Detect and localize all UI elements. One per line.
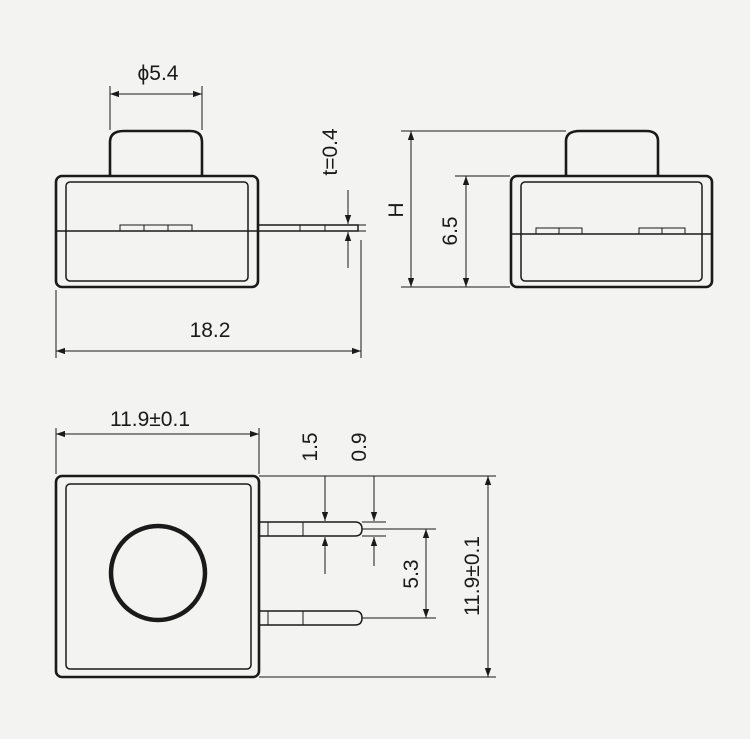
dim-terminal-thickness-label: t=0.4 xyxy=(319,128,342,176)
dim-overall-length-label: 18.2 xyxy=(190,319,231,342)
dim-body-width-side-label: 11.9±0.1 xyxy=(461,536,484,616)
dim-pin-spacing-label: 5.3 xyxy=(400,559,423,588)
side-body-outer xyxy=(509,174,714,289)
dim-overall-length: 18.2 xyxy=(55,240,362,358)
dim-body-height: 6.5 xyxy=(439,175,510,287)
top-button-circle xyxy=(108,523,208,623)
side-body-inner xyxy=(520,181,703,282)
top-view xyxy=(54,474,363,679)
dim-pin-width-label: 0.9 xyxy=(348,432,371,461)
front-view xyxy=(54,129,359,289)
dim-body-height-label: 6.5 xyxy=(439,216,462,245)
top-body-inner xyxy=(65,483,252,670)
front-button xyxy=(108,129,204,176)
dim-body-width-side: 11.9±0.1 xyxy=(259,475,496,678)
dim-height-total-label: H xyxy=(385,202,408,217)
dim-height-total: H xyxy=(385,130,566,288)
dim-button-diameter: ϕ5.4 xyxy=(109,62,203,130)
front-tab-left xyxy=(119,224,193,232)
dim-pin-offset: 1.5 xyxy=(259,432,330,574)
top-pin-upper xyxy=(259,521,363,537)
dim-pin-width: 0.9 xyxy=(348,432,386,566)
dim-body-width-top-label: 11.9±0.1 xyxy=(110,408,190,431)
dim-body-width-top: 11.9±0.1 xyxy=(55,408,260,474)
front-terminal xyxy=(257,224,359,232)
dim-pin-spacing: 5.3 xyxy=(362,528,436,619)
side-button xyxy=(564,129,660,176)
dim-button-diameter-label: ϕ5.4 xyxy=(138,62,179,85)
dim-terminal-thickness: t=0.4 xyxy=(319,128,366,268)
top-body-outer xyxy=(54,474,261,679)
dim-pin-offset-label: 1.5 xyxy=(299,432,322,461)
side-view xyxy=(509,129,714,289)
top-pin-lower xyxy=(259,610,363,626)
